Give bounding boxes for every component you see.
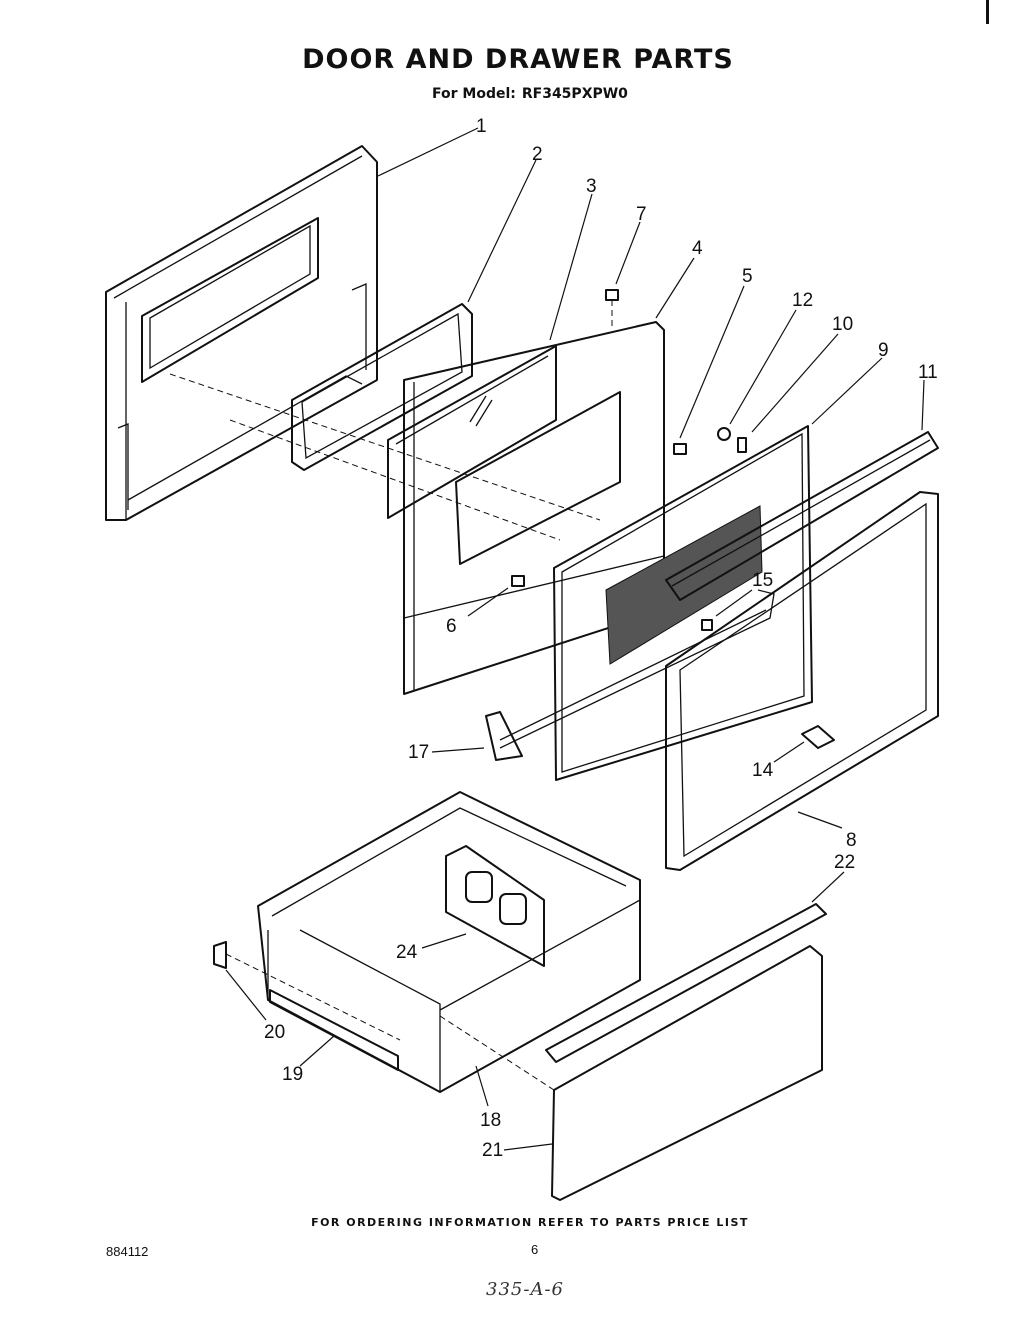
door-gasket — [291, 303, 473, 471]
callout-11: 11 — [918, 362, 938, 383]
door-trim-frame — [665, 491, 939, 871]
clip-part-15 — [701, 619, 713, 631]
drawer-body — [257, 791, 641, 1093]
scan-edge-mark — [986, 0, 989, 24]
callout-18: 18 — [480, 1110, 501, 1131]
callout-12: 12 — [792, 290, 813, 311]
handle-bracket — [485, 589, 775, 761]
callout-19: 19 — [282, 1064, 303, 1085]
callout-17: 17 — [408, 742, 429, 763]
callout-2: 2 — [532, 144, 543, 165]
document-number: 884112 — [106, 1244, 149, 1259]
drawer-front-trim — [545, 903, 827, 1063]
callout-6: 6 — [446, 616, 457, 637]
drawer-rail — [269, 989, 399, 1071]
callout-21: 21 — [482, 1140, 503, 1161]
callout-22: 22 — [834, 852, 855, 873]
callout-24: 24 — [396, 942, 418, 963]
callout-5: 5 — [742, 266, 753, 287]
page-number: 6 — [531, 1242, 539, 1257]
callout-1: 1 — [476, 116, 487, 137]
assembly-line — [229, 419, 561, 541]
clip-part-7 — [605, 289, 619, 301]
callout-20: 20 — [264, 1022, 285, 1043]
clip-part-14 — [801, 725, 835, 749]
assembly-line — [225, 953, 401, 1041]
callout-15: 15 — [752, 570, 773, 591]
door-glass — [387, 345, 557, 519]
screw-part-12 — [717, 427, 731, 441]
model-number: RF345PXPW0 — [521, 86, 628, 102]
window-frame — [553, 425, 813, 781]
clip-part-5 — [673, 443, 687, 455]
callout-9: 9 — [878, 340, 889, 361]
outer-door-panel — [105, 145, 378, 521]
callout-14: 14 — [752, 760, 774, 781]
drawer-bracket — [213, 941, 227, 969]
callout-10: 10 — [832, 314, 853, 335]
model-label: For Model: — [432, 86, 516, 102]
door-handle — [665, 431, 939, 601]
clip-part-6 — [511, 575, 525, 587]
callout-labels: 1 2 3 7 4 5 12 10 9 11 15 6 17 14 8 22 2… — [264, 116, 938, 1161]
callout-7: 7 — [636, 204, 647, 225]
page-title: DOOR AND DRAWER PARTS — [302, 44, 734, 75]
model-subtitle: For Model: RF345PXPW0 — [432, 86, 634, 102]
clip-part-10 — [737, 437, 747, 453]
inner-door-panel — [403, 321, 665, 695]
ordering-note: FOR ORDERING INFORMATION REFER TO PARTS … — [311, 1216, 749, 1229]
assembly-line — [439, 1015, 555, 1091]
handwritten-note: 335-A-6 — [486, 1279, 564, 1300]
drawer-front-panel — [551, 945, 823, 1201]
callout-leaders — [225, 127, 925, 1151]
callout-8: 8 — [846, 830, 857, 851]
callout-4: 4 — [692, 238, 703, 259]
assembly-line — [169, 373, 601, 521]
callout-3: 3 — [586, 176, 597, 197]
drawer-divider — [445, 845, 545, 967]
